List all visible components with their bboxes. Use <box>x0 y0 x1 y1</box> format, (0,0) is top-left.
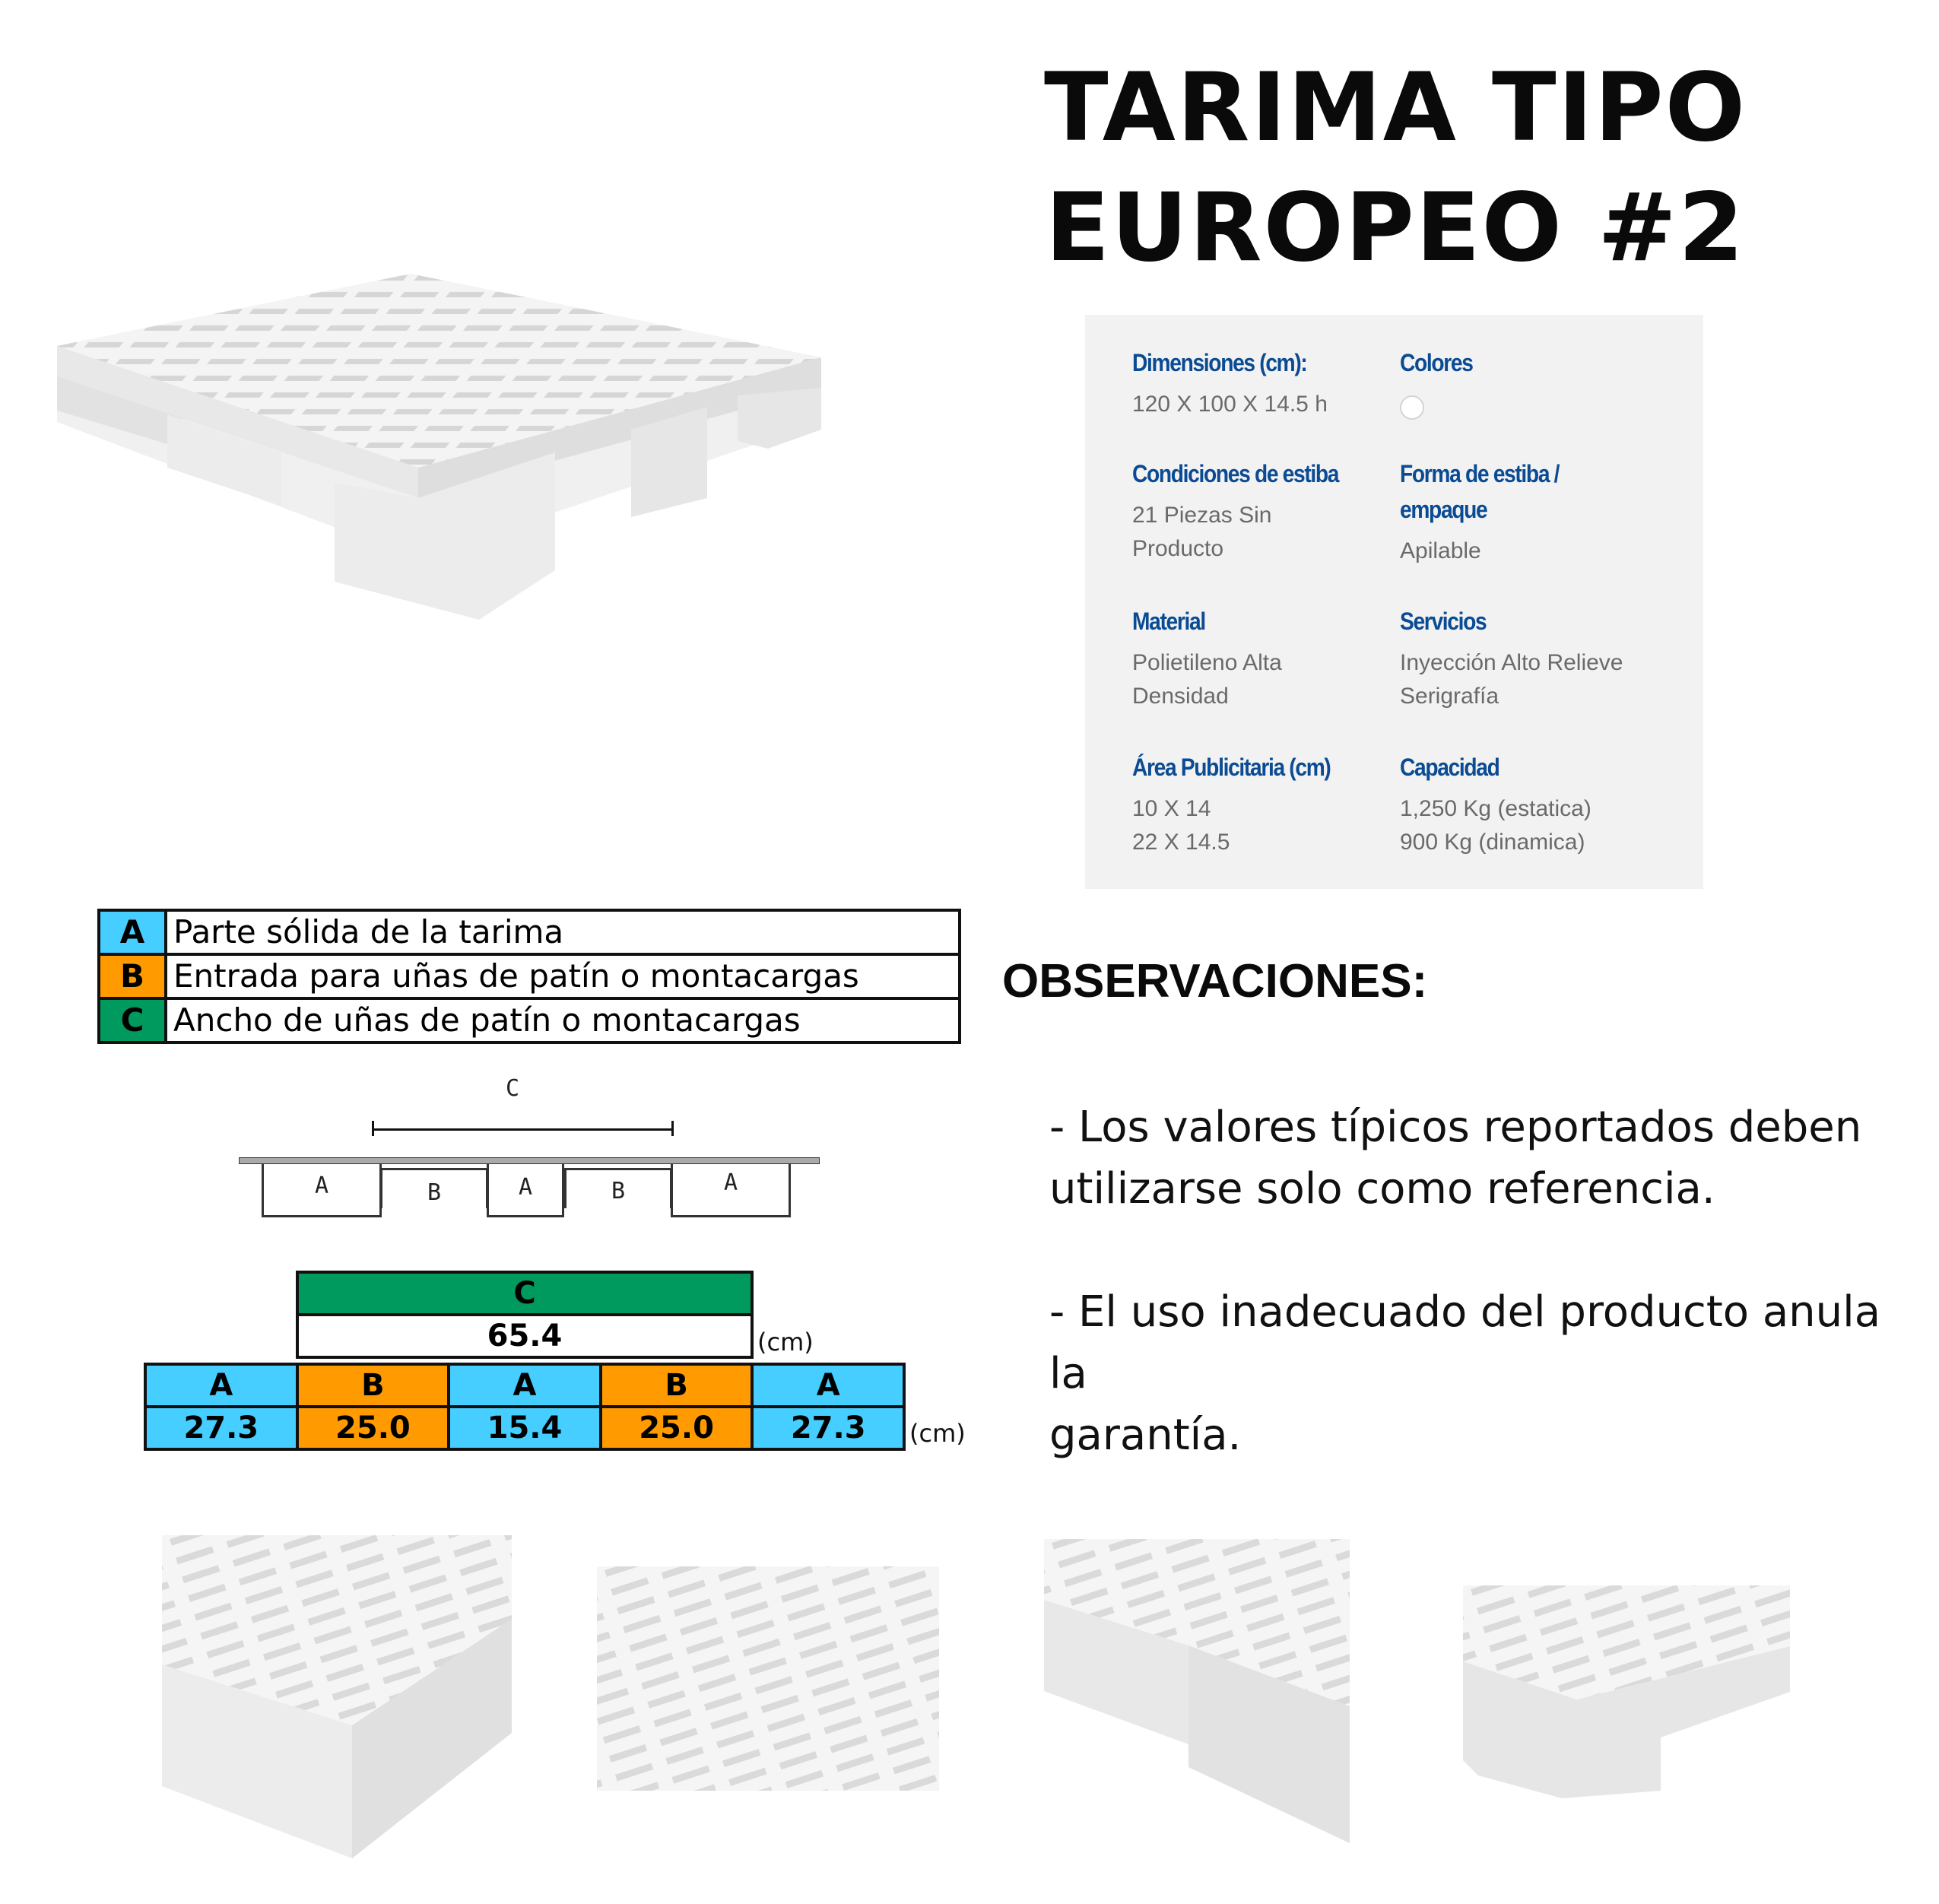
dim-value: 25.0 <box>598 1405 754 1451</box>
spec-condiciones-value-2: Producto <box>1132 536 1224 561</box>
legend-key: C <box>97 997 167 1044</box>
block-label: B <box>611 1178 626 1204</box>
spec-forma-label-1: Forma de estiba / <box>1400 460 1560 487</box>
pallet-detail-side-image <box>1044 1539 1350 1843</box>
diagram-c-dimension-line <box>372 1128 673 1131</box>
diagram-block-a: A <box>671 1163 791 1217</box>
dim-value: 25.0 <box>295 1405 451 1451</box>
pallet-detail-top-image <box>597 1566 939 1791</box>
pallet-detail-corner-image <box>162 1535 512 1858</box>
dim-header: B <box>598 1363 754 1408</box>
observacion-note-1: - Los valores típicos reportados deben u… <box>1049 1096 1931 1220</box>
dim-value: 15.4 <box>447 1405 602 1451</box>
spec-area-value-1: 10 X 14 <box>1132 796 1211 821</box>
block-label: A <box>518 1174 533 1201</box>
observaciones-heading: OBSERVACIONES: <box>1002 955 1428 1008</box>
spec-area-label: Área Publicitaria (cm) <box>1132 754 1331 781</box>
dim-header: A <box>447 1363 602 1408</box>
spec-dimensiones-value: 120 X 100 X 14.5 h <box>1132 392 1328 417</box>
spec-area-value-2: 22 X 14.5 <box>1132 830 1230 855</box>
title-line-1: TARIMA TIPO <box>1043 53 1747 163</box>
legend-key: B <box>97 953 167 1000</box>
diagram-block-b: B <box>380 1168 488 1208</box>
legend-text: Entrada para uñas de patín o montacargas <box>164 953 961 1000</box>
note-line: - El uso inadecuado del producto anula l… <box>1049 1287 1881 1398</box>
spec-material-value-2: Densidad <box>1132 684 1229 709</box>
note-line: garantía. <box>1049 1411 1242 1460</box>
spec-servicios-value-1: Inyección Alto Relieve <box>1400 650 1623 675</box>
spec-material-value-1: Polietileno Alta <box>1132 650 1282 675</box>
spec-colores-label: Colores <box>1400 349 1474 376</box>
observacion-note-2: - El uso inadecuado del producto anula l… <box>1049 1281 1931 1466</box>
spec-forma-value: Apilable <box>1400 538 1481 563</box>
dimension-tick <box>372 1121 374 1136</box>
dim-header: A <box>144 1363 299 1408</box>
spec-capacidad-label: Capacidad <box>1400 754 1500 781</box>
diagram-deck <box>239 1157 820 1164</box>
diagram-c-label: C <box>506 1075 520 1102</box>
ab-dimension-table: A B A B A 27.3 25.0 15.4 25.0 27.3 <box>144 1363 906 1451</box>
spec-material-label: Material <box>1132 608 1206 635</box>
dim-value: 27.3 <box>144 1405 299 1451</box>
spec-condiciones-value-1: 21 Piezas Sin <box>1132 503 1272 528</box>
spec-capacidad-value-2: 900 Kg (dinamica) <box>1400 830 1585 855</box>
block-label: A <box>723 1169 738 1196</box>
pallet-main-image <box>57 274 821 620</box>
spec-forma-label-2: empaque <box>1400 496 1488 523</box>
spec-servicios-label: Servicios <box>1400 608 1487 635</box>
diagram-block-a: A <box>487 1163 564 1217</box>
dim-header: A <box>751 1363 906 1408</box>
c-unit-label: (cm) <box>757 1328 814 1357</box>
block-label: B <box>427 1179 442 1206</box>
color-swatch-white[interactable] <box>1400 395 1424 420</box>
spec-condiciones-label: Condiciones de estiba <box>1132 460 1339 487</box>
pallet-detail-feet-image <box>1463 1585 1790 1798</box>
spec-capacidad-value-1: 1,250 Kg (estatica) <box>1400 796 1592 821</box>
note-line: - Los valores típicos reportados deben <box>1049 1103 1862 1152</box>
pallet-section-diagram: C A B A B A <box>228 1072 829 1224</box>
c-header: C <box>296 1271 754 1316</box>
dimension-tick <box>671 1121 674 1136</box>
c-value: 65.4 <box>296 1313 754 1359</box>
c-dimension-table: C 65.4 <box>296 1271 754 1359</box>
note-line: utilizarse solo como referencia. <box>1049 1164 1715 1214</box>
legend-text: Parte sólida de la tarima <box>164 909 961 956</box>
block-label: A <box>314 1173 329 1199</box>
spec-panel: Dimensiones (cm): 120 X 100 X 14.5 h Col… <box>1085 315 1703 889</box>
ab-unit-label: (cm) <box>909 1419 966 1448</box>
spec-dimensiones-label: Dimensiones (cm): <box>1132 349 1308 376</box>
diagram-block-b: B <box>564 1168 672 1208</box>
diagram-block-a: A <box>262 1163 382 1217</box>
spec-servicios-value-2: Serigrafía <box>1400 684 1499 709</box>
legend-key: A <box>97 909 167 956</box>
dim-value: 27.3 <box>751 1405 906 1451</box>
legend-text: Ancho de uñas de patín o montacargas <box>164 997 961 1044</box>
title-line-2: EUROPEO #2 <box>1045 173 1746 283</box>
dim-header: B <box>295 1363 451 1408</box>
